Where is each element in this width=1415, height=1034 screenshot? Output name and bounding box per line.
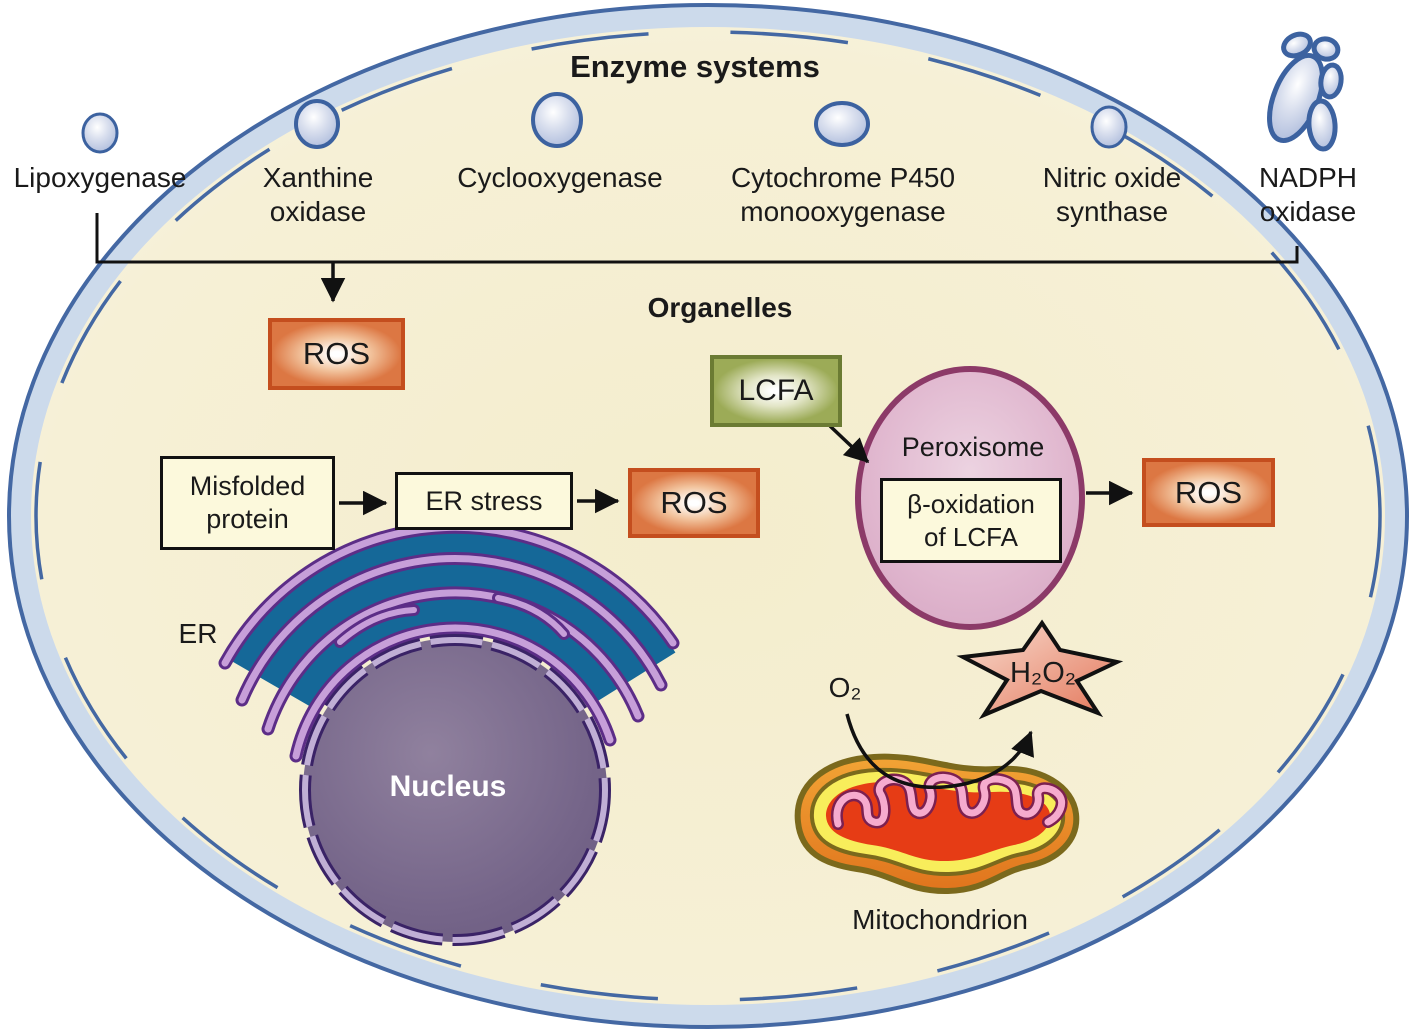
label-er: ER [178, 618, 218, 649]
misfolded-protein-box: Misfolded protein [160, 456, 335, 550]
lcfa-box: LCFA [710, 355, 842, 427]
nitric-oxide-synthase-icon [1090, 105, 1128, 149]
ros-box-enzymes: ROS [268, 318, 405, 390]
label-xanthine-oxidase: Xanthine oxidase [262, 162, 374, 227]
label-mitochondrion: Mitochondrion [852, 904, 1028, 935]
organelles-title: Organelles [647, 292, 793, 323]
label-cyclooxygenase: Cyclooxygenase [457, 162, 663, 193]
cytochrome-p450-icon [814, 101, 870, 147]
beta-oxidation-box: β-oxidation of LCFA [880, 478, 1062, 563]
arrow-lcfa-to-peroxisome [828, 424, 870, 464]
label-cytochrome-p450: Cytochrome P450 monooxygenase [730, 162, 956, 227]
label-nadph-oxidase: NADPH oxidase [1258, 162, 1358, 227]
enzyme-systems-title: Enzyme systems [570, 49, 820, 84]
label-h2o2: H₂O₂ [1009, 657, 1077, 689]
h2o2-star [956, 619, 1124, 720]
label-nitric-oxide-synthase: Nitric oxide synthase [1042, 162, 1182, 227]
cyclooxygenase-icon [531, 92, 583, 148]
label-peroxisome: Peroxisome [901, 432, 1045, 462]
nadph-oxidase-icon [1267, 31, 1344, 152]
label-o2: O₂ [828, 672, 862, 703]
xanthine-oxidase-icon [294, 99, 340, 149]
enzyme-bracket [95, 213, 1299, 264]
label-lipoxygenase: Lipoxygenase [13, 162, 187, 193]
er-stress-box: ER stress [395, 472, 573, 530]
ros-box-peroxisome: ROS [1142, 458, 1275, 527]
lipoxygenase-icon [81, 112, 119, 154]
label-nucleus: Nucleus [389, 770, 507, 803]
ros-box-er: ROS [628, 468, 760, 538]
arrow-o2-to-h2o2 [845, 713, 1034, 790]
nucleus-organelle [299, 634, 611, 946]
mitochondrion-organelle [794, 753, 1080, 895]
